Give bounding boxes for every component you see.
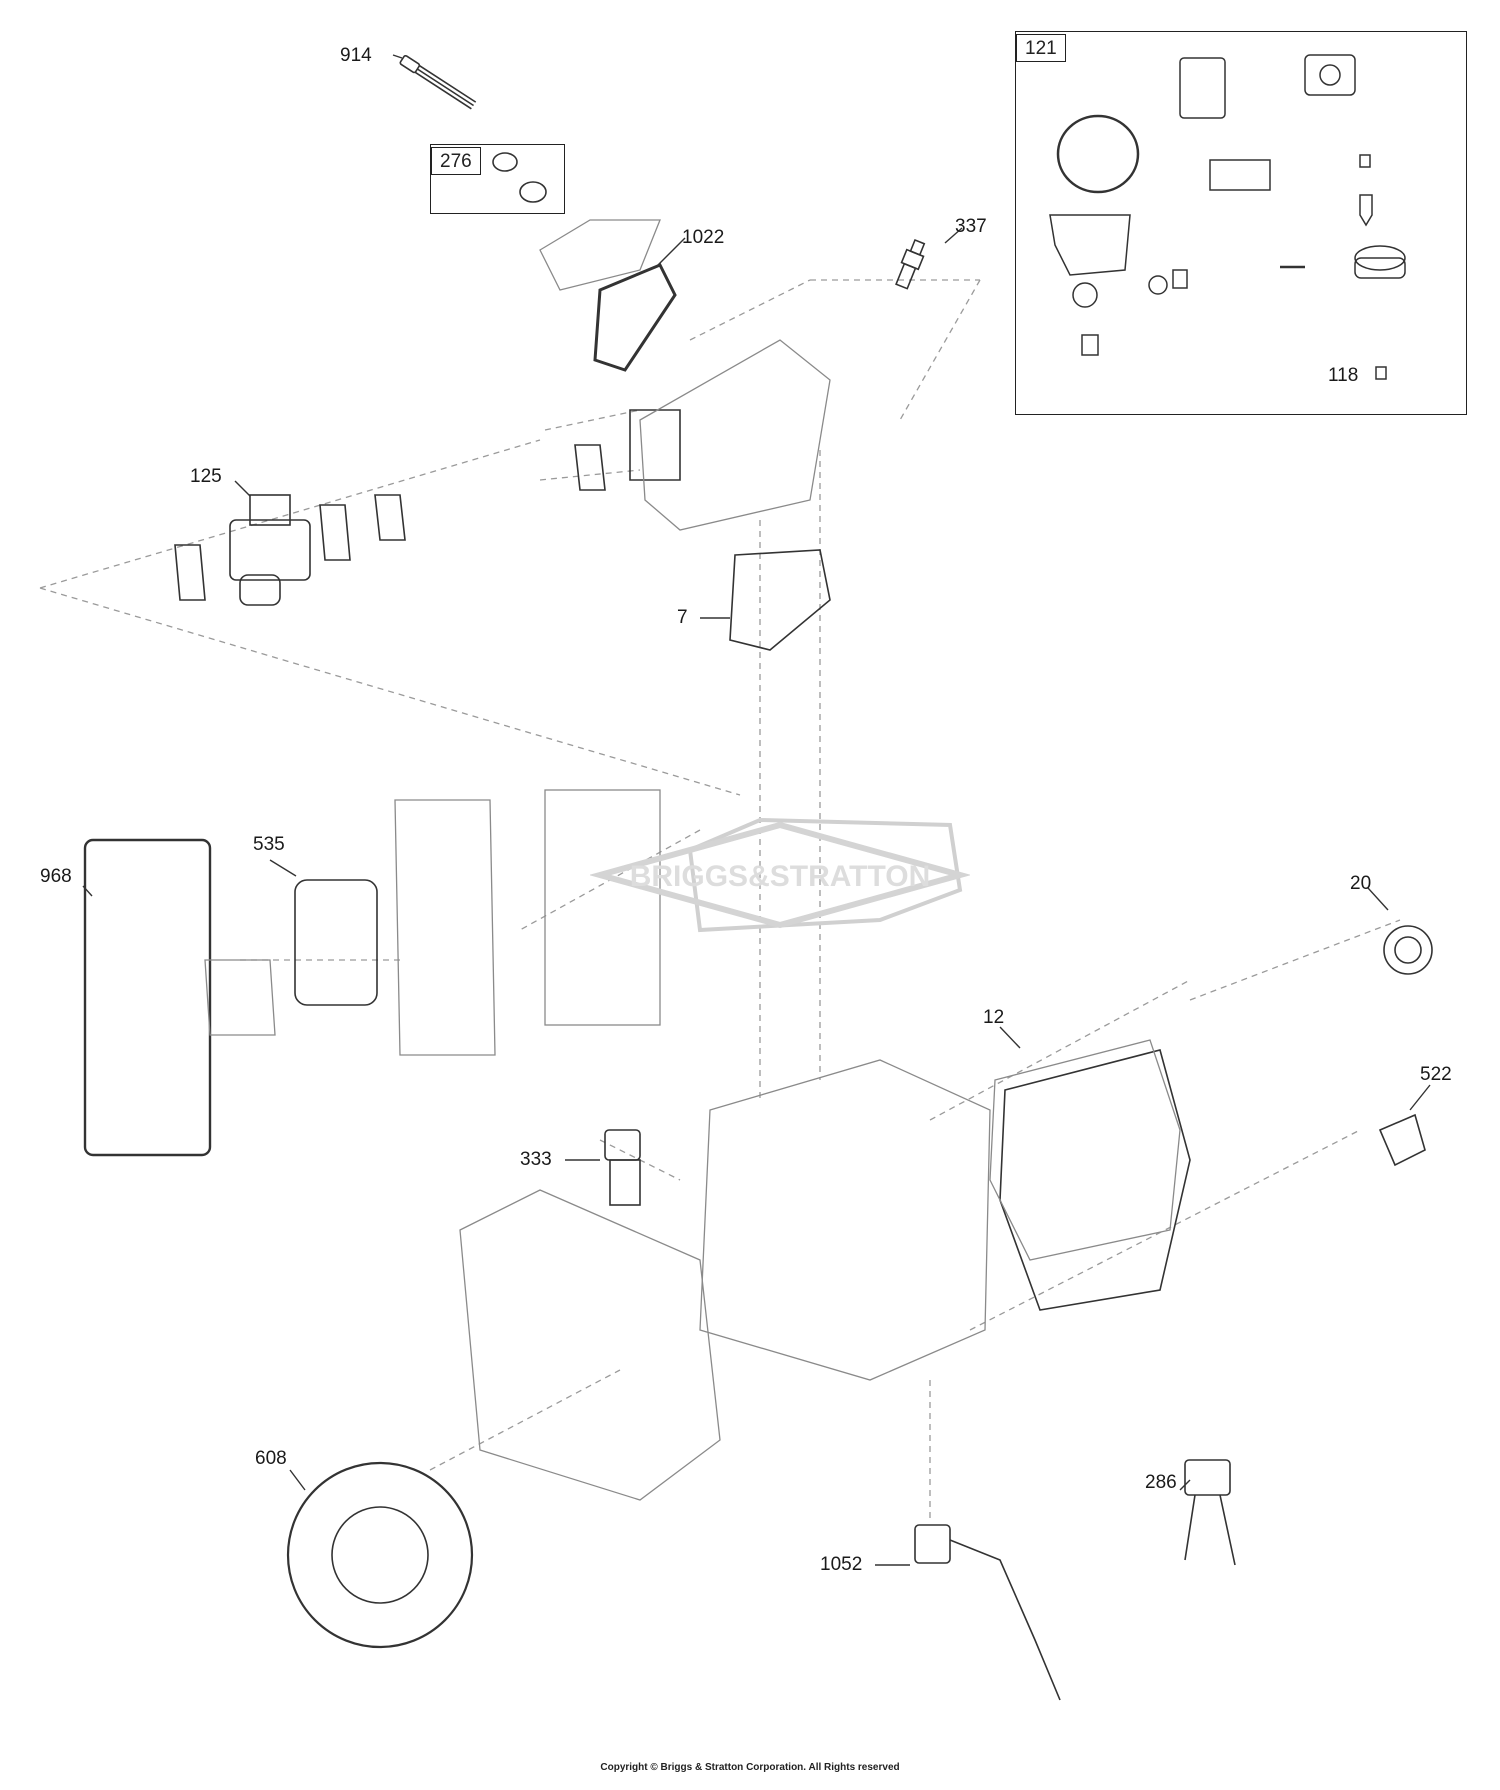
carburetor-125 bbox=[229, 494, 311, 606]
callout-914[interactable]: 914 bbox=[340, 45, 372, 66]
callout-20[interactable]: 20 bbox=[1350, 873, 1372, 894]
callout-337[interactable]: 337 bbox=[955, 216, 987, 237]
callout-286[interactable]: 286 bbox=[1145, 1472, 1177, 1493]
watermark-text: BRIGGS&STRATTON bbox=[630, 860, 931, 893]
callout-7[interactable]: 7 bbox=[677, 607, 688, 628]
spark-plug bbox=[895, 238, 926, 290]
parts-dark bbox=[83, 54, 1433, 1701]
bolt-914 bbox=[399, 54, 477, 110]
callout-535[interactable]: 535 bbox=[253, 834, 285, 855]
carburetor-kit-box bbox=[1015, 31, 1467, 415]
sensor-333 bbox=[604, 1129, 641, 1206]
callout-118[interactable]: 118 bbox=[1328, 365, 1359, 386]
kit-number-276[interactable]: 276 bbox=[431, 147, 481, 175]
callout-125[interactable]: 125 bbox=[190, 466, 222, 487]
callout-12[interactable]: 12 bbox=[983, 1007, 1005, 1028]
copyright-notice: Copyright © Briggs & Stratton Corporatio… bbox=[600, 1762, 900, 1773]
kit-contents bbox=[1049, 54, 1406, 380]
kit-number-121[interactable]: 121 bbox=[1016, 34, 1066, 62]
brand-watermark: BRIGGS&STRATTON bbox=[590, 821, 970, 929]
callout-968[interactable]: 968 bbox=[40, 866, 72, 887]
callout-522[interactable]: 522 bbox=[1420, 1064, 1452, 1085]
callout-608[interactable]: 608 bbox=[255, 1448, 287, 1469]
leader-lines bbox=[82, 54, 1431, 1566]
callout-333[interactable]: 333 bbox=[520, 1149, 552, 1170]
seal-kit-box bbox=[430, 144, 565, 214]
callout-1022[interactable]: 1022 bbox=[682, 227, 725, 248]
dashed-guides bbox=[39, 279, 1401, 1520]
callout-1052[interactable]: 1052 bbox=[820, 1554, 863, 1575]
parts-light bbox=[204, 219, 1181, 1501]
